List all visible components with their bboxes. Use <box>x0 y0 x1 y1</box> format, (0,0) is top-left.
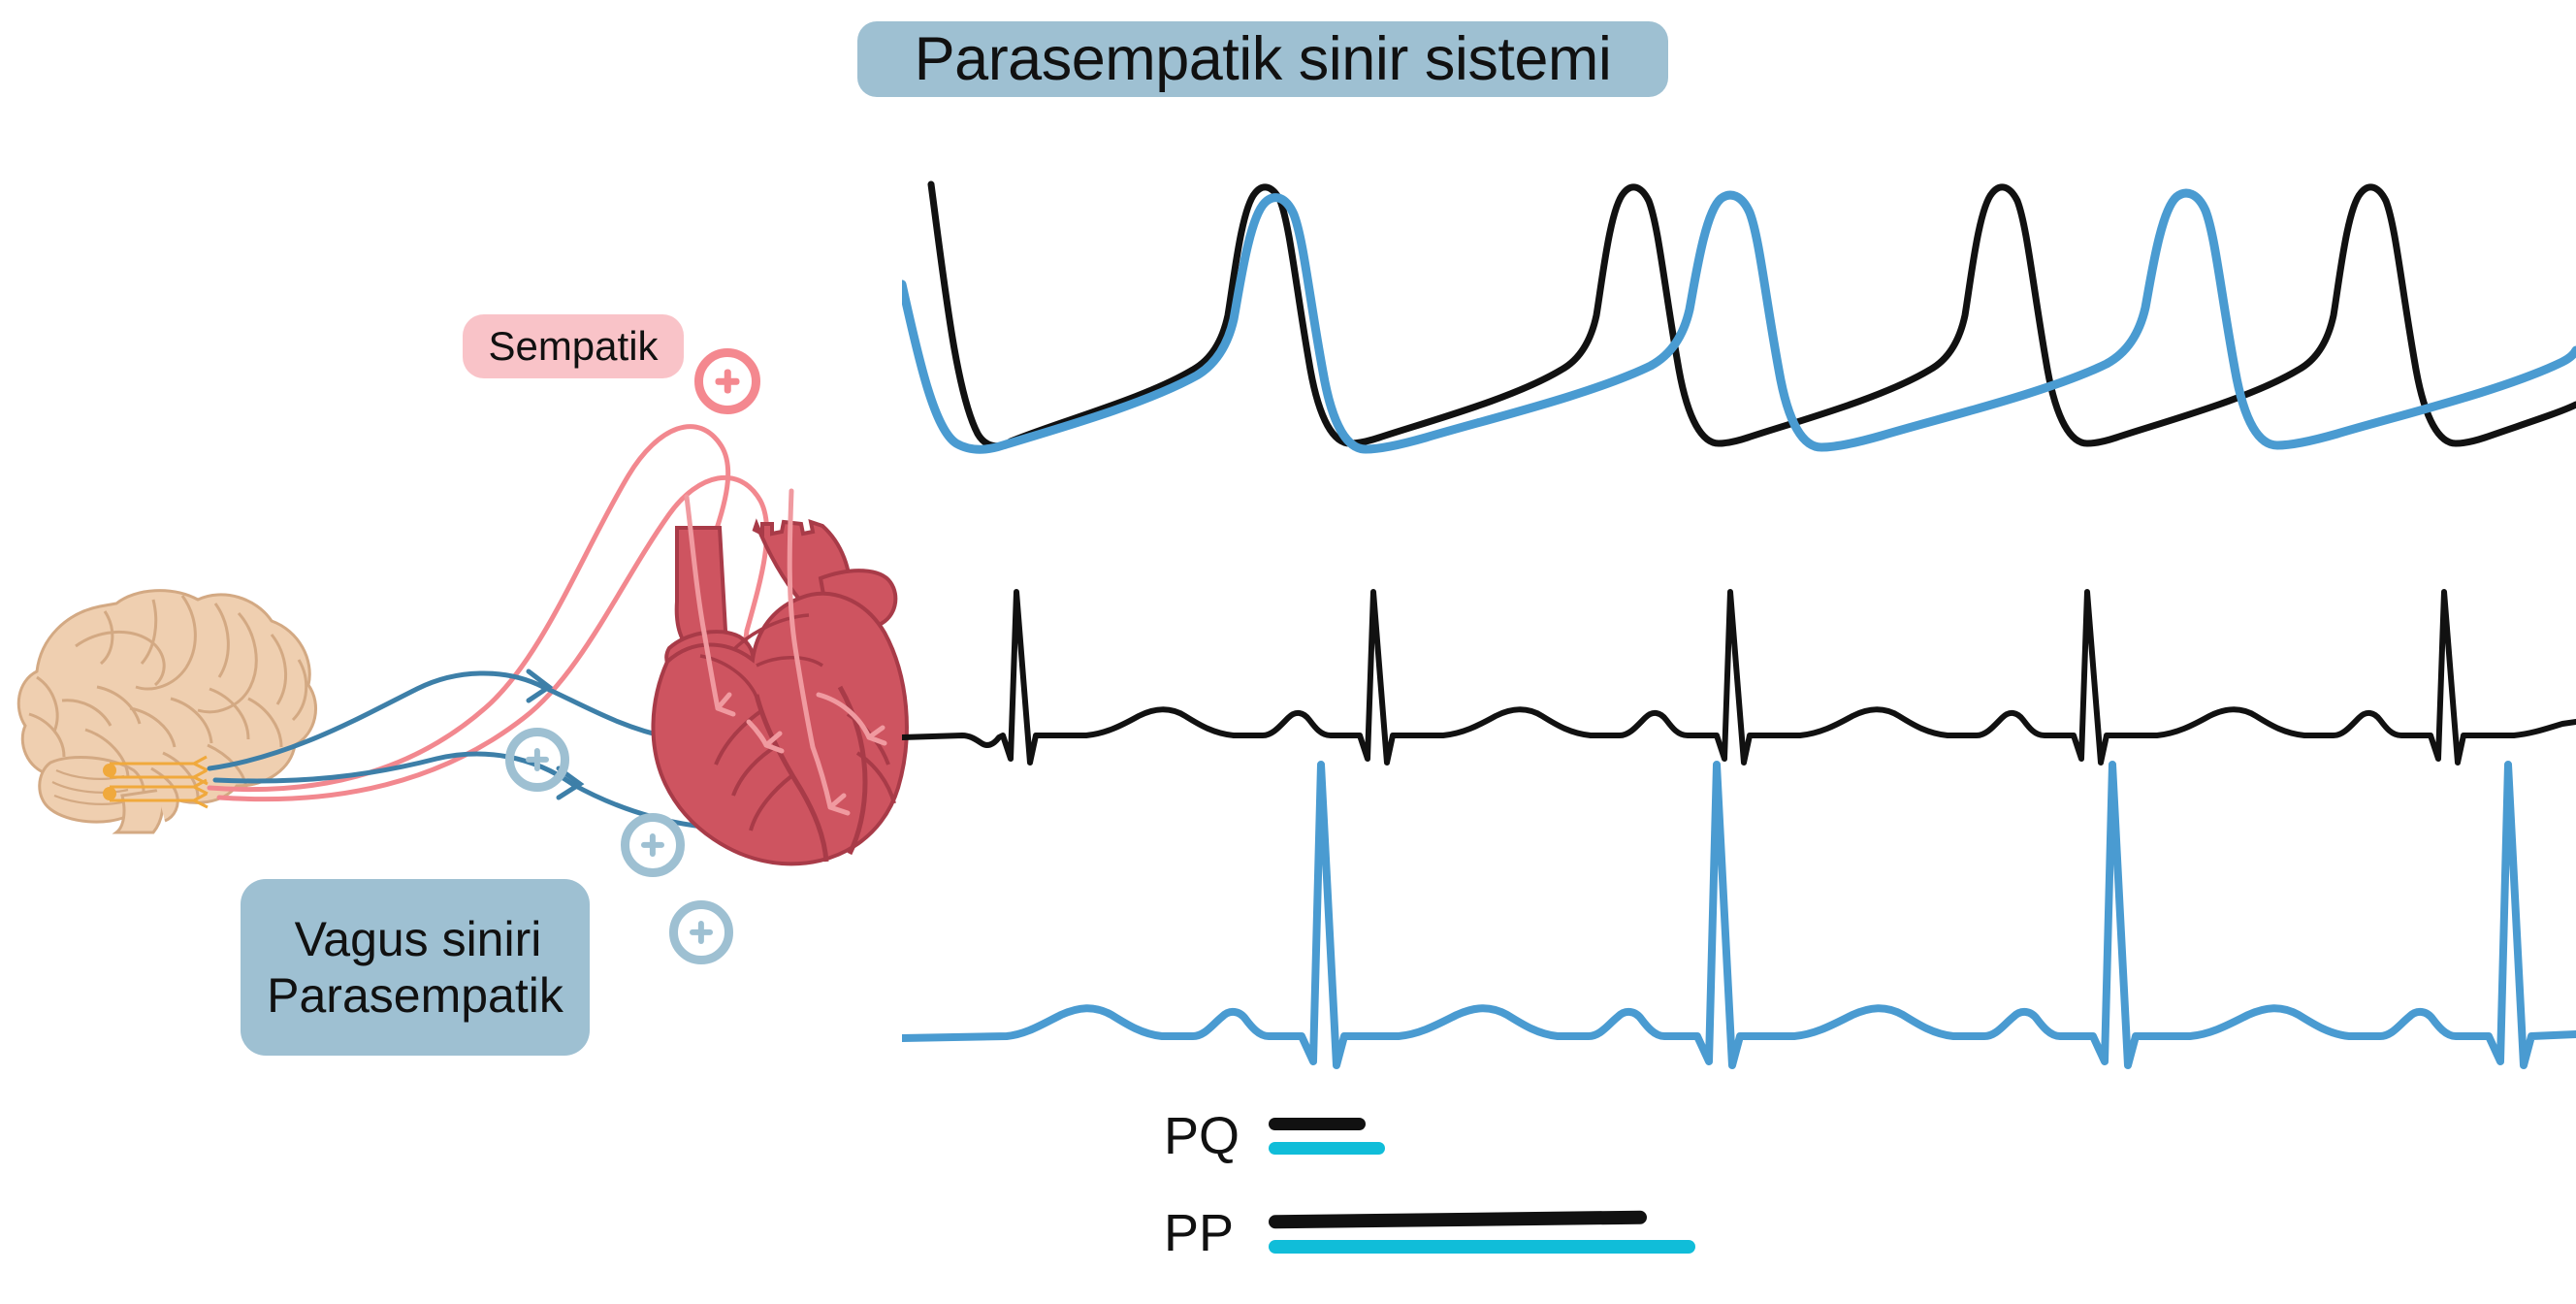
pacemaker-normal-series <box>927 180 2576 450</box>
medulla-neurons <box>103 755 209 809</box>
legend-bars-pq <box>1269 1118 1385 1155</box>
ecg-parasympathetic-series <box>902 761 2576 1069</box>
legend-bar-pq-parasympathetic <box>1269 1142 1385 1155</box>
legend-label-pp: PP <box>1164 1204 1235 1262</box>
ecg-parasympathetic-chart <box>902 761 2576 1069</box>
legend-bar-pp-parasympathetic <box>1269 1240 1695 1254</box>
legend-row-pq: PQ <box>1164 1106 1385 1166</box>
legend: PQ PP <box>1164 1106 1843 1290</box>
vagus-nerve-label: Vagus siniri Parasempatik <box>241 879 590 1056</box>
sympathetic-plus-circle-icon <box>694 348 760 414</box>
brain-icon <box>16 589 317 834</box>
pacemaker-parasympathetic-series <box>902 188 2576 454</box>
page-title: Parasempatik sinir sistemi <box>857 21 1668 97</box>
ecg-normal-chart <box>902 589 2576 766</box>
legend-bar-pp-normal <box>1268 1210 1648 1229</box>
vagus-label-line-2: Parasempatik <box>267 968 564 1023</box>
heart-icon <box>651 488 909 866</box>
legend-bars-pp <box>1268 1210 1695 1254</box>
vagal-plus-circle-icon-1 <box>505 728 569 792</box>
legend-bar-pq-normal <box>1269 1118 1366 1130</box>
vagal-plus-circle-icon-2 <box>621 813 685 877</box>
pacemaker-potential-chart <box>902 180 2576 454</box>
vagal-plus-circle-icon-3 <box>669 900 733 964</box>
legend-label-pq: PQ <box>1164 1107 1240 1165</box>
ecg-normal-series <box>902 589 2576 766</box>
legend-row-pp: PP <box>1164 1203 1695 1263</box>
vagus-label-line-1: Vagus siniri <box>294 912 542 966</box>
sympathetic-label: Sempatik <box>463 314 684 378</box>
